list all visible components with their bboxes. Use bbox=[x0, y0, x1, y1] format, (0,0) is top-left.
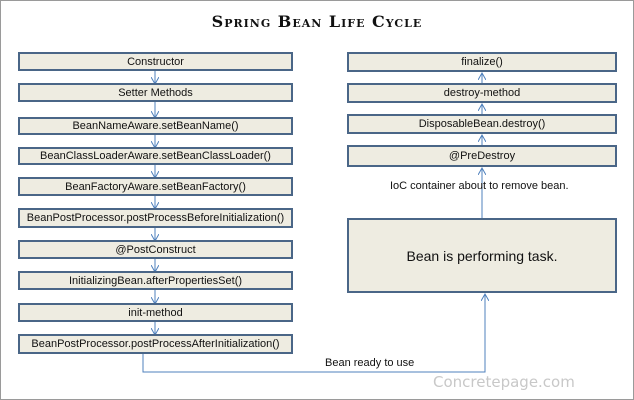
step-post-process-after-init: BeanPostProcessor.postProcessAfterInitia… bbox=[18, 334, 293, 354]
ready-to-use-label: Bean ready to use bbox=[325, 357, 415, 369]
step-finalize: finalize() bbox=[347, 52, 617, 72]
step-disposable-bean-destroy: DisposableBean.destroy() bbox=[347, 114, 617, 134]
bean-performing-task-box: Bean is performing task. bbox=[347, 218, 617, 293]
step-post-process-before-init: BeanPostProcessor.postProcessBeforeIniti… bbox=[18, 208, 293, 228]
step-constructor: Constructor bbox=[18, 52, 293, 71]
step-bean-name-aware: BeanNameAware.setBeanName() bbox=[18, 117, 293, 135]
step-init-method: init-method bbox=[18, 303, 293, 322]
ready-connector bbox=[142, 295, 485, 373]
step-bean-class-loader-aware: BeanClassLoaderAware.setBeanClassLoader(… bbox=[18, 147, 293, 165]
step-destroy-method: destroy-method bbox=[347, 83, 617, 103]
step-post-construct: @PostConstruct bbox=[18, 240, 293, 259]
step-bean-factory-aware: BeanFactoryAware.setBeanFactory() bbox=[18, 177, 293, 196]
remove-bean-label: IoC container about to remove bean. bbox=[390, 180, 569, 192]
watermark: Concretepage.com bbox=[433, 373, 575, 391]
step-pre-destroy: @PreDestroy bbox=[347, 145, 617, 167]
step-after-properties-set: InitializingBean.afterPropertiesSet() bbox=[18, 271, 293, 290]
diagram-title: Spring Bean Life Cycle bbox=[211, 12, 423, 31]
step-setter-methods: Setter Methods bbox=[18, 83, 293, 102]
